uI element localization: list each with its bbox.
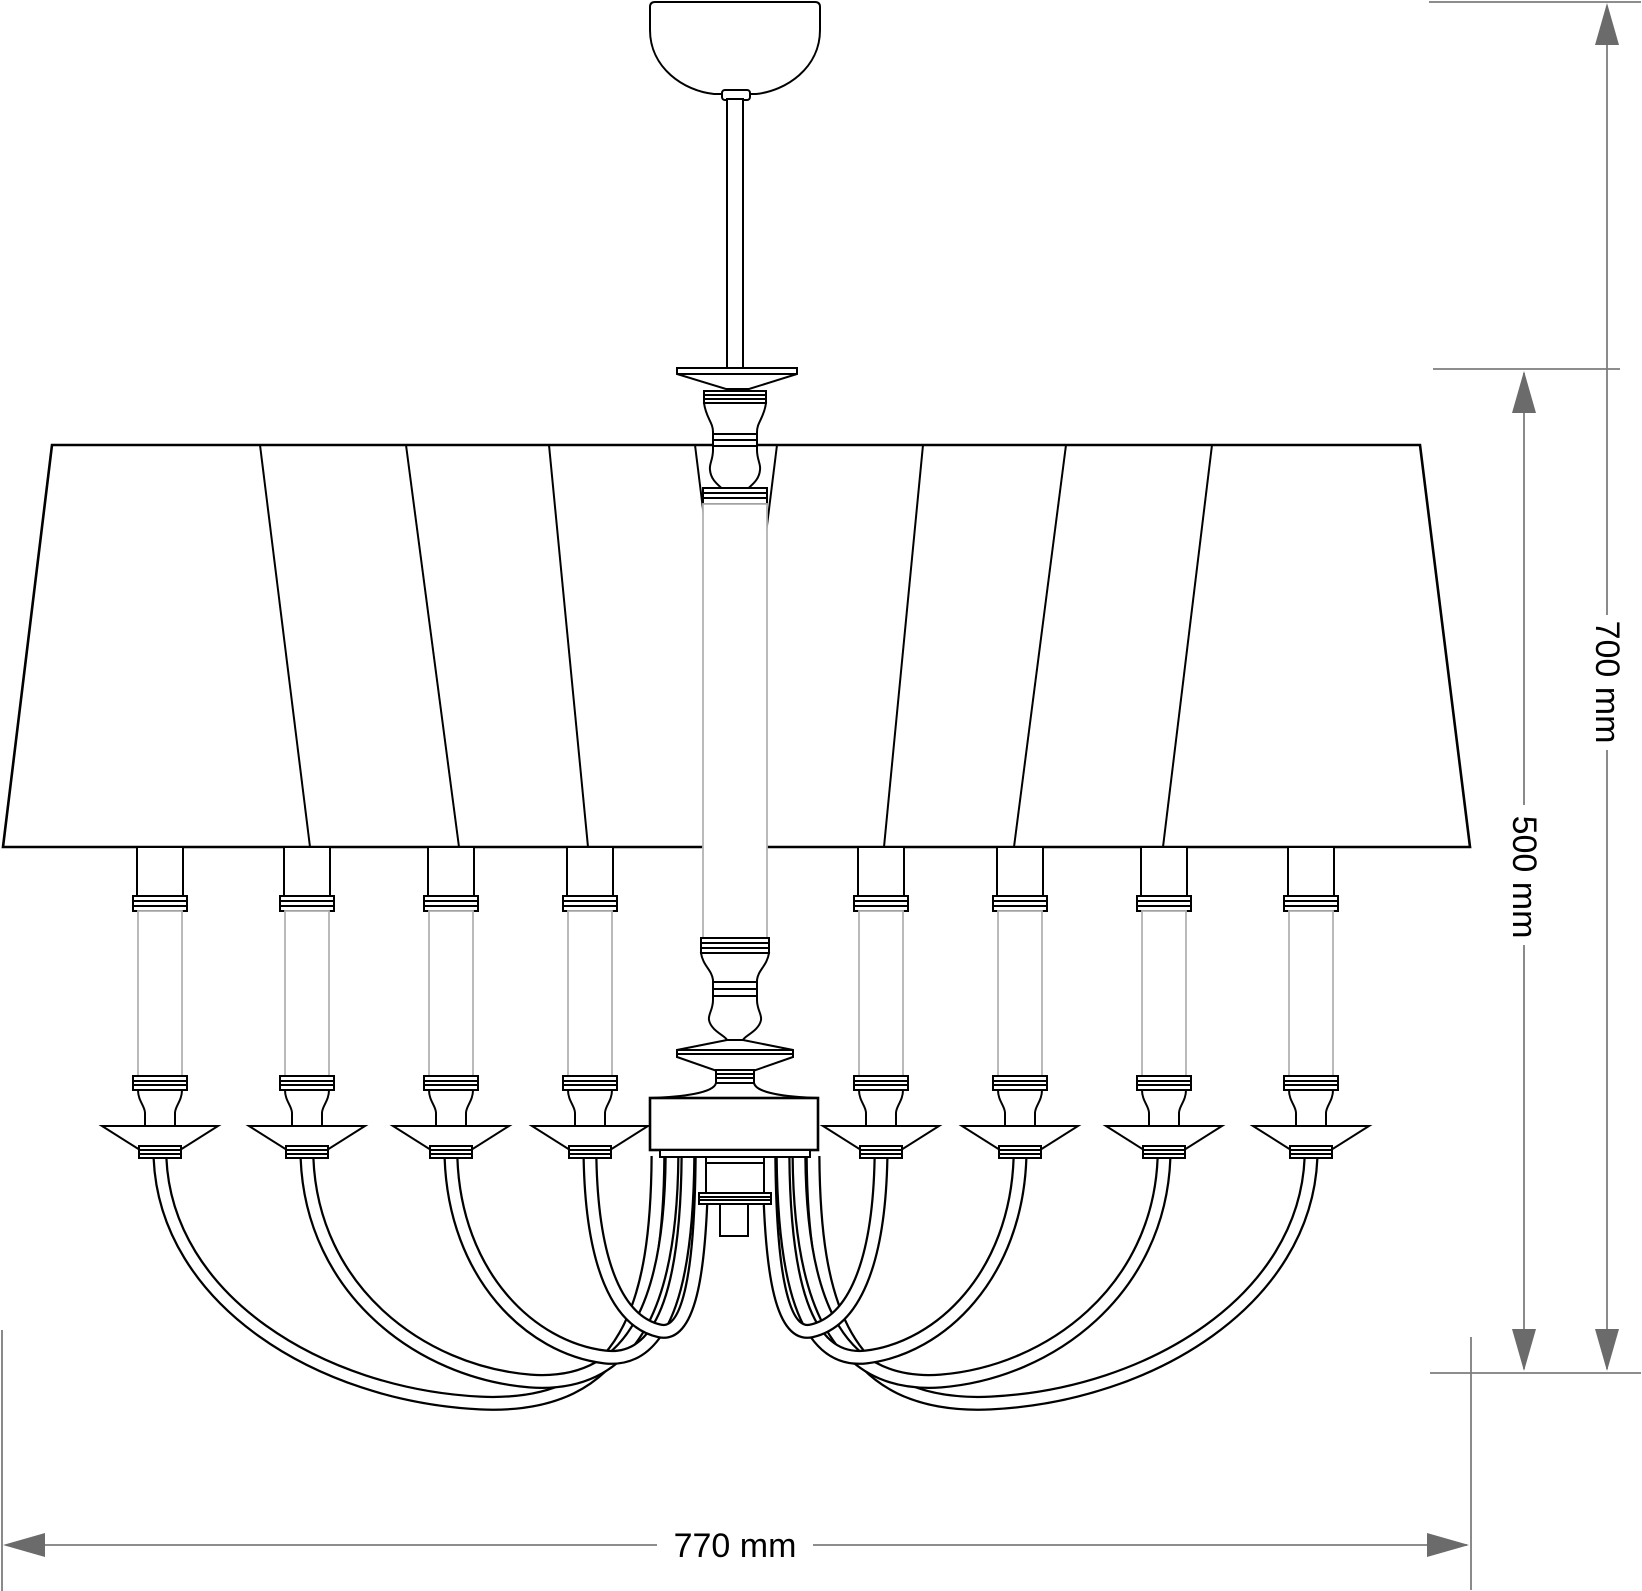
scroll-arm xyxy=(791,1155,1172,1389)
scroll-arm xyxy=(443,1155,696,1365)
scroll-arms xyxy=(152,1155,1319,1411)
candle-socket xyxy=(822,846,940,1159)
suspension-assembly xyxy=(649,1,821,940)
hub-step xyxy=(659,1149,811,1158)
dim-label-770: 770 mm xyxy=(674,1527,797,1565)
arrow-down-icon xyxy=(1512,1329,1536,1371)
shade-seam xyxy=(1013,444,1067,848)
upper-stem-collar xyxy=(702,487,768,505)
scroll-arm xyxy=(761,1155,889,1339)
upper-stem-ring xyxy=(703,390,767,404)
arrow-right-icon xyxy=(1427,1533,1469,1557)
dimension-height-700: 700 mm xyxy=(1429,1,1641,1371)
shade-seam xyxy=(405,444,460,848)
ceiling-canopy xyxy=(649,1,821,95)
central-hub xyxy=(648,1082,820,1237)
lower-stem-vase xyxy=(699,952,771,1041)
arrow-up-icon xyxy=(1512,371,1536,413)
lower-stem-collar xyxy=(700,937,770,954)
scroll-arm xyxy=(299,1155,680,1389)
arrow-left-icon xyxy=(3,1533,45,1557)
hub-collar xyxy=(698,1192,772,1205)
candle-socket xyxy=(248,846,366,1159)
candle-socket xyxy=(1252,846,1370,1159)
candle-socket xyxy=(101,846,219,1159)
dim-label-700: 700 mm xyxy=(1588,621,1626,744)
hub-finial-tube xyxy=(719,1203,749,1237)
shade-seam xyxy=(1162,444,1213,848)
candle-socket xyxy=(1105,846,1223,1159)
scroll-arm xyxy=(775,1155,1028,1365)
central-column xyxy=(702,503,768,940)
stem-disc-collar xyxy=(715,1069,755,1084)
arrow-down-icon xyxy=(1595,1329,1619,1371)
shade-seam xyxy=(548,444,589,848)
shade-seam xyxy=(259,444,311,848)
dimension-height-500: 500 mm xyxy=(1433,368,1620,1371)
hub-shoulder xyxy=(649,1082,819,1099)
scroll-arm xyxy=(152,1155,666,1411)
dim-label-500: 500 mm xyxy=(1505,816,1543,939)
candle-socket xyxy=(531,846,649,1159)
candle-socket xyxy=(961,846,1079,1159)
dimension-width-770: 770 mm xyxy=(1,1330,1472,1591)
shade-seam xyxy=(883,444,924,848)
stem-saucer-disc xyxy=(676,1039,794,1072)
lower-stem xyxy=(676,937,794,1084)
hub-drum xyxy=(648,1096,820,1152)
hanging-rod xyxy=(726,98,744,373)
scroll-arm xyxy=(582,1155,710,1339)
scroll-arm xyxy=(805,1155,1319,1411)
mounting-saucer xyxy=(676,367,798,390)
upper-stem-vase xyxy=(702,402,768,491)
arrow-up-icon xyxy=(1595,3,1619,45)
candle-socket xyxy=(392,846,510,1159)
hub-box xyxy=(705,1156,765,1194)
